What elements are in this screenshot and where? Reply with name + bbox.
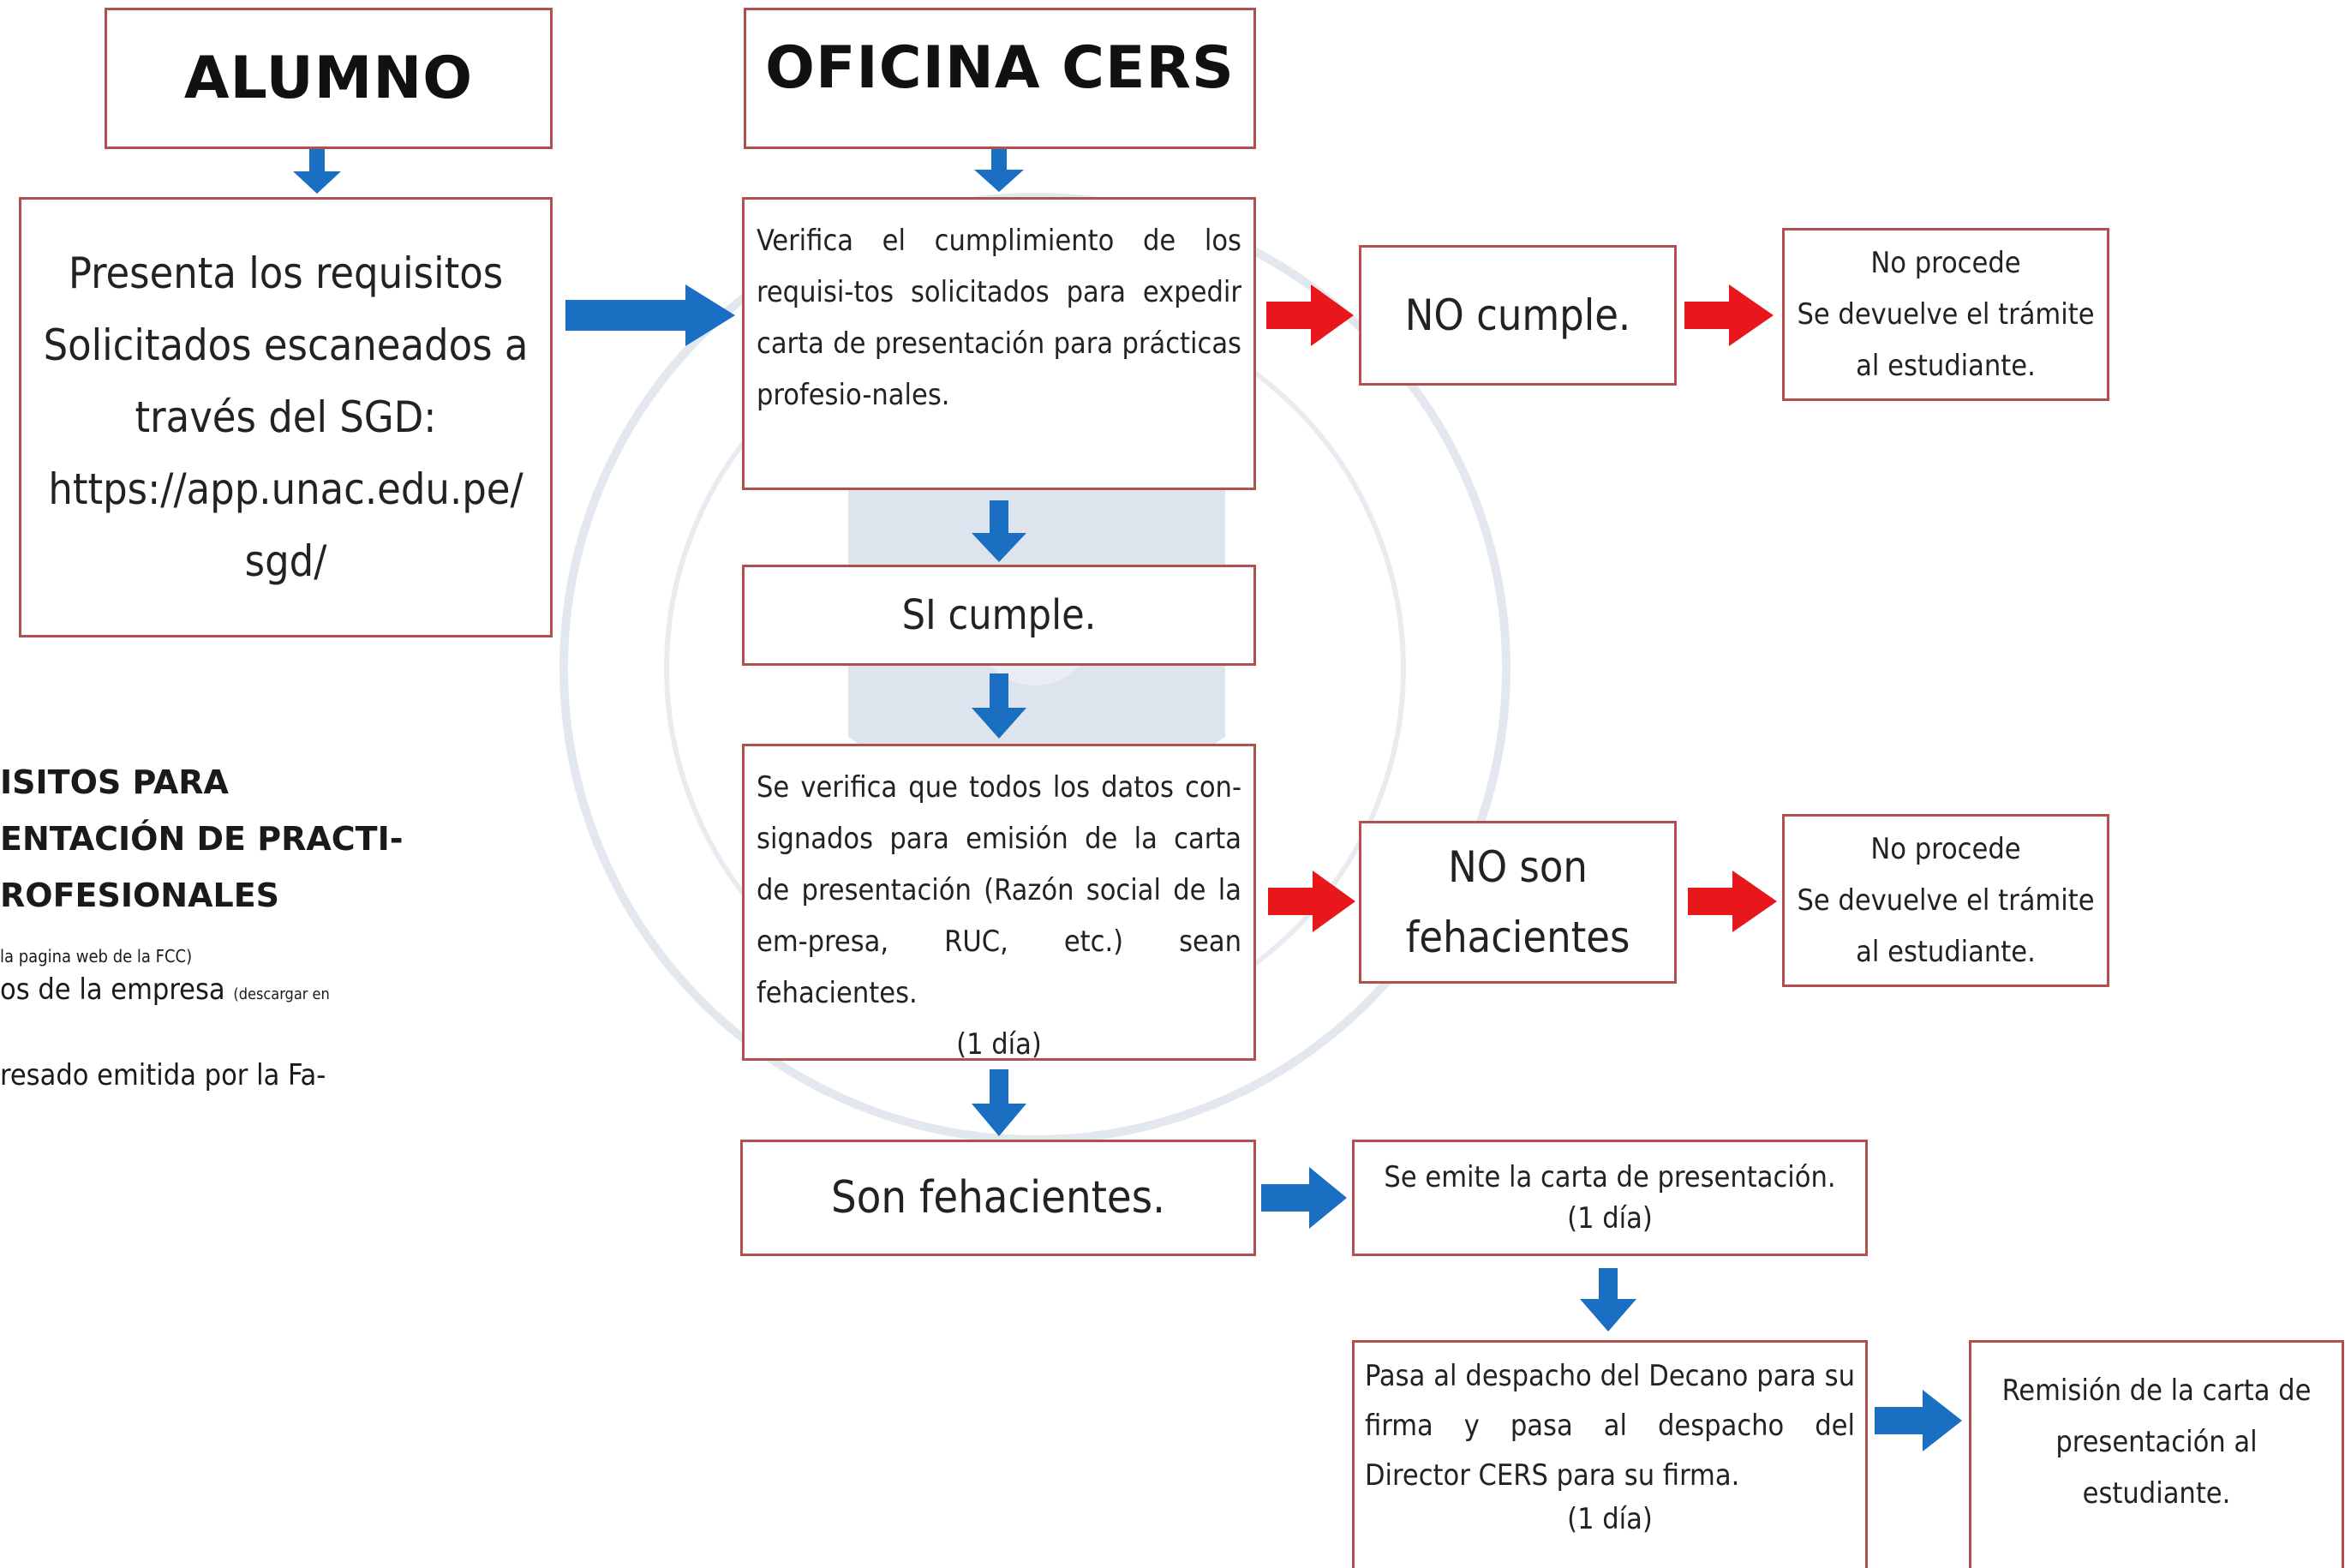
no-procede-1-line-1: No procede <box>1870 246 2021 280</box>
arrow-right-alumno-to-verifica <box>565 284 735 346</box>
verifica-requisitos-text: Verifica el cumplimiento de los requisi-… <box>757 224 1241 412</box>
no-son-fehacientes-box: NO son fehacientes <box>1359 821 1677 984</box>
son-fehacientes-box: Son fehacientes. <box>740 1140 1256 1256</box>
requisitos-small-note: la pagina web de la FCC) <box>0 946 193 967</box>
requisitos-item-1: os de la empresa (descargar en <box>0 970 480 1014</box>
verifica-datos-text: Se verifica que todos los datos con-sign… <box>757 770 1241 1010</box>
arrow-red-datos-to-no-son <box>1268 871 1355 932</box>
arrow-red-no-son-to-no-procede <box>1688 871 1777 932</box>
requisitos-heading-line-1: ISITOS PARA <box>0 763 229 801</box>
no-cumple-label: NO cumple. <box>1404 290 1631 340</box>
no-procede-1-line-2: Se devuelve el trámite <box>1797 297 2095 332</box>
alumno-line-2: Solicitados escaneados a <box>43 320 529 370</box>
alumno-requisitos-box: Presenta los requisitos Solicitados esca… <box>19 197 553 637</box>
verifica-requisitos-box: Verifica el cumplimiento de los requisi-… <box>742 197 1256 490</box>
requisitos-item-1-text: os de la empresa <box>0 973 225 1007</box>
arrow-down-verifica-datos <box>972 1069 1026 1136</box>
arrow-red-no-cumple-to-no-procede <box>1684 284 1774 346</box>
remision-line-1: Remisión de la carta de <box>2001 1373 2312 1408</box>
oficina-cers-header: OFICINA CERS <box>744 8 1256 149</box>
arrow-down-oficina <box>974 149 1024 192</box>
no-son-line-1: NO son <box>1448 842 1588 892</box>
arrow-right-despacho-to-remision <box>1875 1390 1962 1451</box>
si-cumple-box: SI cumple. <box>742 565 1256 666</box>
no-procede-2-line-2: Se devuelve el trámite <box>1797 883 2095 918</box>
despacho-text: Pasa al despacho del Decano para su firm… <box>1365 1359 1855 1493</box>
no-procede-box-1: No procede Se devuelve el trámite al est… <box>1782 228 2109 401</box>
alumno-line-4: https://app.unac.edu.pe/ <box>48 464 523 514</box>
remision-line-3: estudiante. <box>2082 1476 2231 1511</box>
requisitos-heading-line-2: ENTACIÓN DE PRACTI- <box>0 820 404 858</box>
alumno-header: ALUMNO <box>105 8 553 149</box>
arrow-down-emite <box>1580 1268 1636 1332</box>
remision-line-2: presentación al <box>2055 1425 2258 1459</box>
son-fehacientes-label: Son fehacientes. <box>831 1172 1165 1224</box>
alumno-line-1: Presenta los requisitos <box>68 248 504 298</box>
si-cumple-label: SI cumple. <box>901 591 1097 639</box>
despacho-time: (1 día) <box>1567 1502 1653 1536</box>
despacho-decano-box: Pasa al despacho del Decano para su firm… <box>1352 1340 1868 1568</box>
emite-carta-line-1: Se emite la carta de presentación. <box>1384 1160 1836 1194</box>
verifica-datos-time: (1 día) <box>956 1027 1042 1062</box>
no-procede-2-line-1: No procede <box>1870 832 2021 866</box>
no-son-line-2: fehacientes <box>1405 913 1630 962</box>
arrow-red-verifica-to-no-cumple <box>1266 284 1354 346</box>
arrow-down-verifica <box>972 500 1026 562</box>
no-procede-box-2: No procede Se devuelve el trámite al est… <box>1782 814 2109 987</box>
arrow-down-alumno <box>293 149 341 194</box>
no-procede-2-line-3: al estudiante. <box>1856 935 2036 969</box>
emite-carta-time: (1 día) <box>1567 1201 1653 1236</box>
no-cumple-box: NO cumple. <box>1359 245 1677 386</box>
alumno-line-3: través del SGD: <box>135 392 437 442</box>
emite-carta-box: Se emite la carta de presentación. (1 dí… <box>1352 1140 1868 1256</box>
remision-carta-box: Remisión de la carta de presentación al … <box>1969 1340 2344 1568</box>
no-procede-1-line-3: al estudiante. <box>1856 349 2036 383</box>
requisitos-partial-panel: ISITOS PARA ENTACIÓN DE PRACTI- ROFESION… <box>0 754 480 1095</box>
arrow-right-son-to-emite <box>1261 1167 1347 1229</box>
requisitos-item-1-small: (descargar en <box>233 985 330 1003</box>
arrow-down-si-cumple <box>972 673 1026 739</box>
verifica-datos-box: Se verifica que todos los datos con-sign… <box>742 744 1256 1062</box>
requisitos-item-2: resado emitida por la Fa- <box>0 1058 326 1092</box>
requisitos-heading-line-3: ROFESIONALES <box>0 877 280 914</box>
alumno-line-5: sgd/ <box>244 536 327 586</box>
